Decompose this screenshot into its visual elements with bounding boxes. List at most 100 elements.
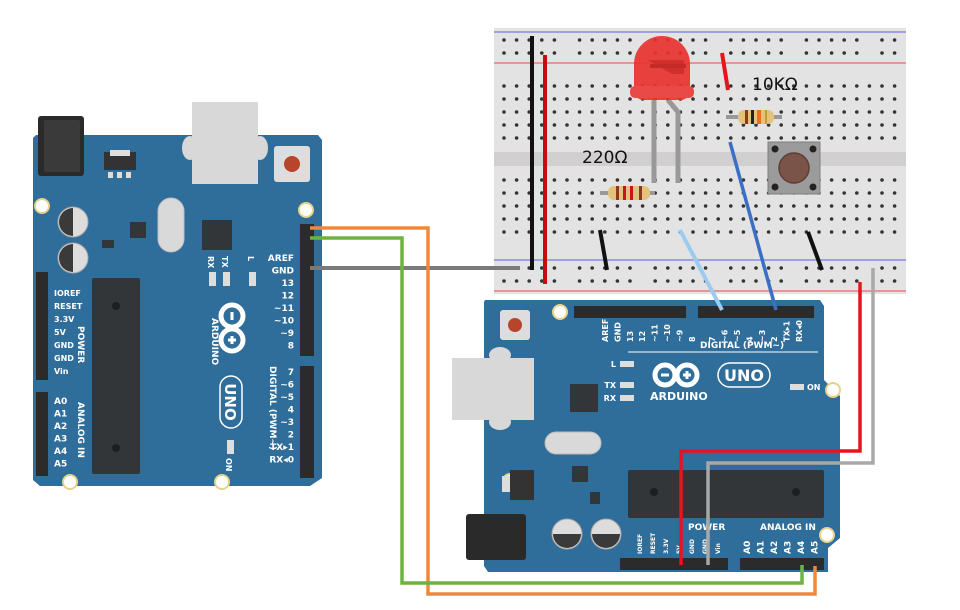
rail-hole[interactable]	[855, 51, 859, 55]
push-button[interactable]	[767, 141, 821, 195]
breadboard-hole[interactable]	[703, 191, 708, 195]
rail-hole[interactable]	[603, 51, 607, 55]
breadboard-hole[interactable]	[577, 110, 582, 114]
rail-hole[interactable]	[779, 51, 783, 55]
breadboard-hole[interactable]	[703, 97, 708, 101]
breadboard-hole[interactable]	[703, 136, 708, 140]
breadboard-hole[interactable]	[691, 178, 695, 182]
breadboard-hole[interactable]	[703, 178, 708, 182]
analog-header[interactable]	[36, 392, 48, 476]
breadboard-hole[interactable]	[766, 97, 771, 101]
breadboard-hole[interactable]	[829, 204, 834, 208]
breadboard-hole[interactable]	[867, 136, 872, 140]
rail-hole[interactable]	[653, 266, 657, 270]
breadboard-hole[interactable]	[615, 204, 620, 208]
breadboard-hole[interactable]	[565, 191, 569, 195]
rail-hole[interactable]	[628, 266, 632, 270]
breadboard-hole[interactable]	[703, 217, 708, 221]
breadboard-hole[interactable]	[842, 217, 846, 221]
breadboard-hole[interactable]	[867, 178, 872, 182]
rail-hole[interactable]	[829, 266, 834, 270]
rail-hole[interactable]	[691, 51, 695, 55]
breadboard-hole[interactable]	[577, 217, 582, 221]
breadboard-hole[interactable]	[628, 110, 632, 114]
rail-hole[interactable]	[880, 279, 884, 283]
breadboard-hole[interactable]	[829, 178, 834, 182]
rail-hole[interactable]	[892, 279, 897, 283]
breadboard-hole[interactable]	[666, 136, 670, 140]
rail-hole[interactable]	[741, 279, 746, 283]
breadboard-hole[interactable]	[565, 230, 569, 234]
breadboard-hole[interactable]	[502, 217, 506, 221]
rail-hole[interactable]	[842, 266, 846, 270]
breadboard-hole[interactable]	[653, 204, 657, 208]
breadboard-hole[interactable]	[729, 217, 733, 221]
breadboard-hole[interactable]	[577, 97, 582, 101]
breadboard-hole[interactable]	[754, 97, 758, 101]
breadboard-hole[interactable]	[603, 204, 607, 208]
breadboard-hole[interactable]	[577, 191, 582, 195]
breadboard-hole[interactable]	[653, 217, 657, 221]
rail-hole[interactable]	[653, 279, 657, 283]
breadboard-hole[interactable]	[615, 178, 620, 182]
breadboard-hole[interactable]	[552, 84, 557, 88]
breadboard-hole[interactable]	[880, 97, 884, 101]
breadboard-hole[interactable]	[590, 178, 594, 182]
breadboard-hole[interactable]	[514, 110, 519, 114]
breadboard-hole[interactable]	[514, 136, 519, 140]
wire-light-blue-pin7[interactable]	[678, 229, 724, 311]
breadboard-hole[interactable]	[729, 230, 733, 234]
digital-header-low[interactable]	[698, 306, 814, 318]
breadboard-hole[interactable]	[842, 204, 846, 208]
breadboard-hole[interactable]	[880, 123, 884, 127]
breadboard-hole[interactable]	[817, 84, 821, 88]
breadboard-hole[interactable]	[804, 123, 809, 127]
rail-hole[interactable]	[502, 38, 506, 42]
rail-hole[interactable]	[590, 266, 594, 270]
rail-hole[interactable]	[804, 51, 809, 55]
breadboard-hole[interactable]	[603, 97, 607, 101]
breadboard-hole[interactable]	[590, 84, 594, 88]
analog-header[interactable]	[740, 558, 824, 570]
breadboard-hole[interactable]	[829, 123, 834, 127]
rail-hole[interactable]	[766, 51, 771, 55]
breadboard-hole[interactable]	[779, 123, 783, 127]
rail-hole[interactable]	[754, 266, 758, 270]
breadboard-hole[interactable]	[628, 136, 632, 140]
breadboard-hole[interactable]	[804, 204, 809, 208]
breadboard-hole[interactable]	[552, 230, 557, 234]
rail-hole[interactable]	[577, 266, 582, 270]
rail-hole[interactable]	[552, 279, 557, 283]
breadboard-hole[interactable]	[603, 230, 607, 234]
rail-hole[interactable]	[514, 38, 519, 42]
breadboard-hole[interactable]	[880, 204, 884, 208]
breadboard-hole[interactable]	[716, 217, 720, 221]
breadboard-hole[interactable]	[678, 204, 683, 208]
rail-hole[interactable]	[691, 279, 695, 283]
rail-hole[interactable]	[892, 51, 897, 55]
rail-hole[interactable]	[540, 51, 544, 55]
rail-hole[interactable]	[729, 279, 733, 283]
breadboard-hole[interactable]	[792, 217, 796, 221]
breadboard-hole[interactable]	[754, 217, 758, 221]
digital-header-high[interactable]	[574, 306, 686, 318]
rail-hole[interactable]	[540, 266, 544, 270]
breadboard-hole[interactable]	[716, 178, 720, 182]
breadboard-hole[interactable]	[892, 178, 897, 182]
breadboard-hole[interactable]	[666, 204, 670, 208]
breadboard-hole[interactable]	[703, 110, 708, 114]
breadboard-hole[interactable]	[867, 84, 872, 88]
breadboard-hole[interactable]	[880, 136, 884, 140]
breadboard-hole[interactable]	[577, 123, 582, 127]
breadboard-hole[interactable]	[514, 230, 519, 234]
breadboard-hole[interactable]	[590, 191, 594, 195]
breadboard-hole[interactable]	[880, 191, 884, 195]
breadboard-hole[interactable]	[716, 136, 720, 140]
breadboard-hole[interactable]	[729, 191, 733, 195]
rail-hole[interactable]	[855, 38, 859, 42]
breadboard-hole[interactable]	[741, 204, 746, 208]
breadboard-hole[interactable]	[615, 136, 620, 140]
breadboard-hole[interactable]	[892, 230, 897, 234]
breadboard-hole[interactable]	[514, 178, 519, 182]
rail-hole[interactable]	[754, 38, 758, 42]
